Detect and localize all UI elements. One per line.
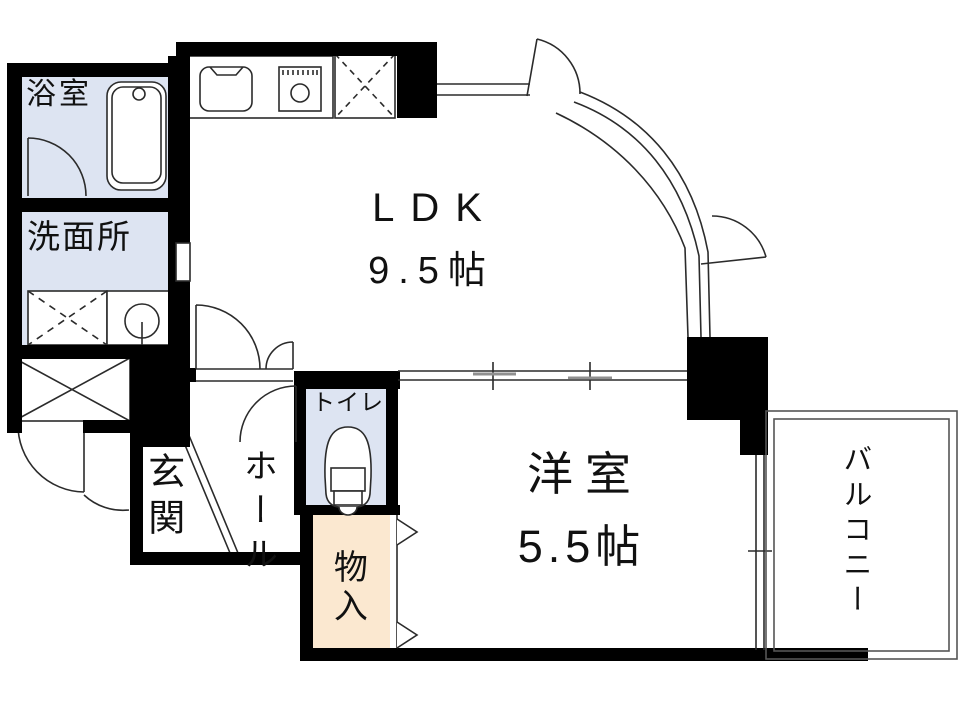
kitchen-counter <box>186 55 334 119</box>
ldk-area-label: 9.5帖 <box>368 250 495 292</box>
bathtub-icon <box>106 81 167 191</box>
refrigerator-space-icon <box>334 53 396 119</box>
ldk-label-block: LDK 9.5帖 <box>322 186 532 294</box>
washing-machine-pan-icon <box>27 290 108 346</box>
washroom-sliding-door <box>175 242 191 282</box>
curved-wall <box>555 91 711 338</box>
bath-door-arc <box>27 137 87 197</box>
kitchen-sink-icon <box>199 66 253 112</box>
curve-top-door-arc <box>526 38 581 97</box>
shaft-cross-icon <box>13 357 131 422</box>
ldk-top-window <box>437 83 530 96</box>
curve-bottom-door-arc <box>700 215 767 265</box>
hall-ldk-door-arc <box>195 304 294 382</box>
bath-label: 浴室 <box>26 78 92 111</box>
entrance-step-line <box>179 432 239 554</box>
toilet-icon <box>324 426 372 516</box>
entrance-door-arc <box>17 423 130 512</box>
toilet-label: トイレ <box>312 389 384 415</box>
western-room-label-block: 洋室 5.5帖 <box>448 438 710 575</box>
balcony-railing <box>765 410 958 660</box>
entrance-label: 玄関 <box>142 452 184 544</box>
toilet-door-arc <box>239 385 297 443</box>
storage-label: 物入 <box>328 549 367 627</box>
ldk-label: LDK <box>372 186 498 230</box>
storage-door <box>396 515 419 649</box>
gas-stove-icon <box>278 66 322 112</box>
washroom-label: 洗面所 <box>27 218 132 255</box>
walls <box>7 42 868 661</box>
hall-label: ホール <box>238 448 277 580</box>
balcony-window <box>748 455 772 650</box>
storage-floor <box>313 515 390 648</box>
balcony-label: バルコニー <box>838 444 871 619</box>
washbasin-icon <box>106 290 179 346</box>
western-room-area-label: 5.5帖 <box>517 521 646 572</box>
western-room-label: 洋室 <box>527 448 643 500</box>
sliding-partition <box>398 362 687 390</box>
